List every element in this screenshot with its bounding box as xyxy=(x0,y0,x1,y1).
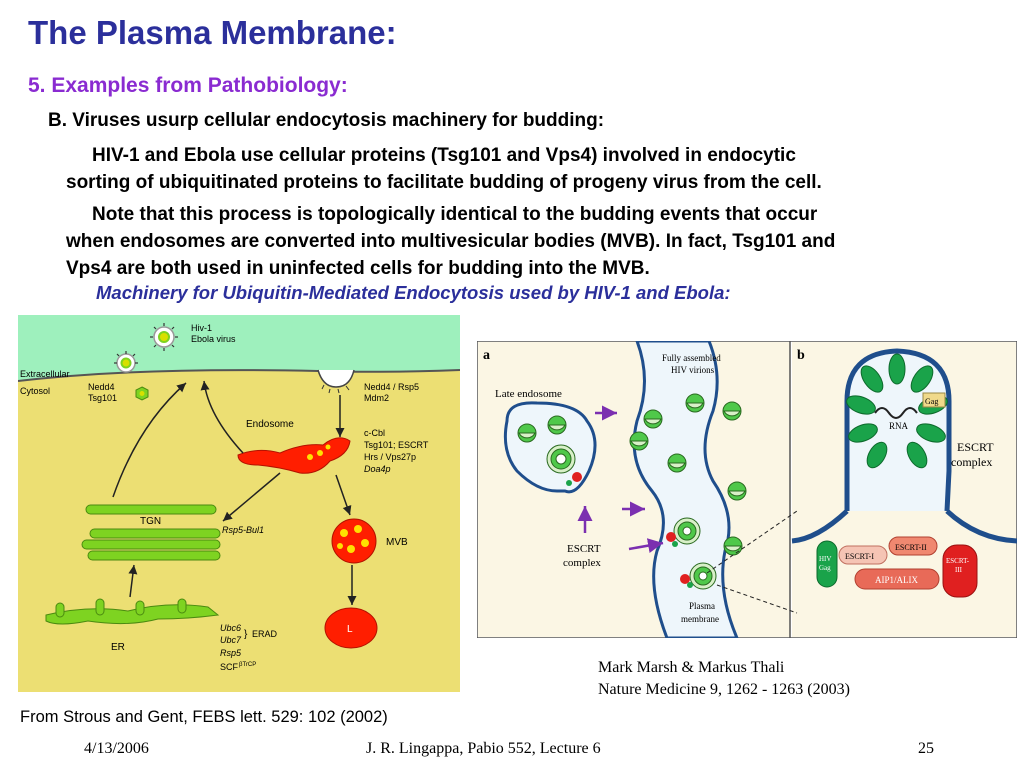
paragraph-1: HIV-1 and Ebola use cellular proteins (T… xyxy=(66,142,1006,196)
arrow-endosome-to-tgn xyxy=(222,472,281,522)
mvb-label: MVB xyxy=(386,537,408,548)
footer-course: J. R. Lingappa, Pabio 552, Lecture 6 xyxy=(366,740,601,757)
escrt-complex-a-line1: ESCRT xyxy=(567,543,601,555)
source-citation: From Strous and Gent, FEBS lett. 529: 10… xyxy=(20,708,388,726)
hexagon-virion-icon xyxy=(135,386,149,401)
hrs-vps27p-label: Hrs / Vps27p xyxy=(364,452,416,462)
scf-superscript: βTrCP xyxy=(239,662,256,668)
late-endosome-label: Late endosome xyxy=(495,388,562,400)
membrane-label: membrane xyxy=(681,614,719,624)
escrt-complex-b-line1: ESCRT xyxy=(957,440,994,454)
mdm2-label: Mdm2 xyxy=(364,393,389,403)
panel-b-label: b xyxy=(797,348,805,363)
escrt-complex-b-line2: complex xyxy=(951,455,992,469)
tsg101-escrt-label: Tsg101; ESCRT xyxy=(364,440,429,450)
lysosome-shape xyxy=(324,607,378,649)
escrt-iii-line2: III xyxy=(955,566,963,574)
fully-assembled-label: Fully assembled xyxy=(662,353,721,363)
panel-a-label: a xyxy=(483,348,490,363)
lysosome-label: L xyxy=(347,624,353,635)
paragraph-2-line-2: when endosomes are converted into multiv… xyxy=(66,231,836,252)
paragraph-1-line-1: HIV-1 and Ebola use cellular proteins (T… xyxy=(92,145,796,166)
arrow-tgn-to-membrane xyxy=(112,382,187,498)
zoom-line-1 xyxy=(706,510,798,574)
doa4p-label: Doa4p xyxy=(364,464,391,474)
ebola-label: Ebola virus xyxy=(191,334,236,344)
endocytic-pit xyxy=(317,369,355,388)
escrt-assembly: HIV Gag ESCRT-I ESCRT-II AIP1/ALIX ESCRT… xyxy=(816,536,978,598)
paragraph-1-line-2: sorting of ubiquitinated proteins to fac… xyxy=(66,172,822,193)
ccbl-label: c-Cbl xyxy=(364,428,385,438)
rna-strand xyxy=(874,407,918,419)
rsp5-bul1-label: Rsp5-Bul1 xyxy=(222,525,264,535)
arrow-endosome-to-mvb xyxy=(335,474,352,516)
arrow-er-to-tgn xyxy=(128,564,138,598)
figure-caption: Machinery for Ubiquitin-Mediated Endocyt… xyxy=(96,282,731,303)
plasma-membrane-line xyxy=(18,369,460,382)
er-label: ER xyxy=(111,642,125,653)
endosome-label: Endosome xyxy=(246,419,294,430)
ubc6-label: Ubc6 xyxy=(220,623,241,633)
nedd4-label: Nedd4 xyxy=(88,382,115,392)
slide-title: The Plasma Membrane: xyxy=(28,14,397,51)
hiv-virions-label: HIV virions xyxy=(671,365,715,375)
footer-page-number: 25 xyxy=(918,740,934,757)
hiv-gag-b-line1: HIV xyxy=(819,555,831,563)
hiv-budding-escrt-figure: a b Fully assembled HIV virions Late end… xyxy=(477,341,1017,638)
escrt-dots xyxy=(566,472,693,588)
virion-particles xyxy=(517,393,747,590)
footer-date: 4/13/2006 xyxy=(84,740,149,757)
plasma-label: Plasma xyxy=(689,601,715,611)
budding-virion-membrane xyxy=(844,348,952,512)
cytosol-label: Cytosol xyxy=(20,386,50,396)
hiv-gag-b-line2: Gag xyxy=(819,564,831,572)
escrt-complex-a-line2: complex xyxy=(563,557,601,569)
paragraph-2-line-1: Note that this process is topologically … xyxy=(92,204,818,225)
er-shape xyxy=(45,604,220,625)
erad-label: ERAD xyxy=(252,629,278,639)
rsp5-label: Rsp5 xyxy=(220,648,242,658)
paragraph-2: Note that this process is topologically … xyxy=(66,201,1006,282)
escrt-iii-line1: ESCRT- xyxy=(946,557,970,565)
cell-membrane-b xyxy=(791,509,1017,544)
endosome-shape xyxy=(237,437,351,474)
credit-authors: Mark Marsh & Markus Thali xyxy=(598,659,785,676)
budding-virion-icon xyxy=(114,351,138,373)
tgn-stacks xyxy=(81,504,221,561)
gag-box xyxy=(922,392,946,408)
credit-journal: Nature Medicine 9, 1262 - 1263 (2003) xyxy=(598,681,850,698)
ubc7-label: Ubc7 xyxy=(220,635,242,645)
figure-credit: Mark Marsh & Markus Thali Nature Medicin… xyxy=(598,657,850,701)
hiv-label: Hiv-1 xyxy=(191,323,212,333)
aip1-label: AIP1/ALIX xyxy=(875,575,918,585)
point-b-heading: B. Viruses usurp cellular endocytosis ma… xyxy=(48,110,605,131)
escrt-i-label: ESCRT-I xyxy=(845,552,874,561)
nedd4-rsp5-label: Nedd4 / Rsp5 xyxy=(364,382,419,392)
erad-brace: } xyxy=(244,629,248,640)
extracellular-label: Extracellular xyxy=(20,369,70,379)
scf-label: SCF xyxy=(220,662,239,672)
rna-label: RNA xyxy=(889,421,909,431)
endocytosis-pathway-figure: Hiv-1 Ebola virus Extracellular Cytosol … xyxy=(18,315,460,692)
gag-label: Gag xyxy=(925,397,938,406)
mvb-shape xyxy=(331,518,377,564)
zoom-line-2 xyxy=(716,584,798,614)
hiv-virion-icon xyxy=(150,323,178,351)
tsg101-label: Tsg101 xyxy=(88,393,117,403)
escrt-ii-label: ESCRT-II xyxy=(895,543,927,552)
arrow-escrt-right xyxy=(628,538,664,553)
section-subtitle: 5. Examples from Pathobiology: xyxy=(28,74,348,97)
tgn-label: TGN xyxy=(140,516,161,527)
arrow-endosome-to-membrane xyxy=(200,380,244,454)
paragraph-2-line-3: Vps4 are both used in uninfected cells f… xyxy=(66,258,650,279)
